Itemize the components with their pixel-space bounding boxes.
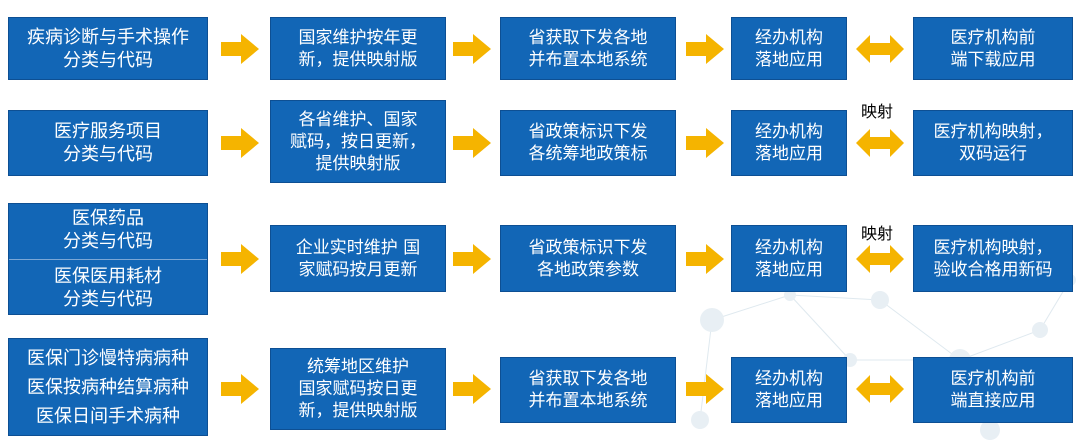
right-arrow-icon <box>686 374 724 404</box>
source-box-divider <box>9 259 207 260</box>
right-arrow-icon <box>453 128 491 158</box>
source-box-row1: 疾病诊断与手术操作 分类与代码 <box>8 17 208 80</box>
maintenance-line: 企业实时维护 国 <box>295 237 421 258</box>
source-line: 医保门诊慢特病病种 <box>27 347 189 369</box>
maintenance-box-row3: 企业实时维护 国 家赋码按月更新 <box>270 225 446 292</box>
right-arrow-icon <box>453 34 491 64</box>
right-arrow-icon <box>686 244 724 274</box>
end-line: 医疗机构前 <box>950 27 1036 48</box>
end-box-row1: 医疗机构前 端下载应用 <box>913 17 1073 80</box>
province-line: 并布置本地系统 <box>528 391 648 411</box>
agency-line: 经办机构 <box>755 237 823 258</box>
source-line: 疾病诊断与手术操作 <box>27 26 189 48</box>
province-line: 省获取下发各地 <box>528 369 648 389</box>
agency-box-row3: 经办机构 落地应用 <box>731 225 847 292</box>
right-arrow-icon <box>686 34 724 64</box>
source-line: 医疗服务项目 <box>54 121 162 142</box>
maintenance-box-row1: 国家维护按年更 新，提供映射版 <box>270 17 446 80</box>
agency-line: 经办机构 <box>755 27 823 48</box>
maintenance-line: 统筹地区维护 <box>307 357 409 377</box>
source-box-row2: 医疗服务项目 分类与代码 <box>8 110 208 176</box>
double-arrow-icon <box>856 35 904 63</box>
province-line: 省获取下发各地 <box>528 27 648 48</box>
maintenance-line: 国家维护按年更 <box>298 27 418 48</box>
province-box-row4: 省获取下发各地 并布置本地系统 <box>500 357 676 423</box>
mapping-label-row2: 映射 <box>861 102 894 121</box>
province-box-row2: 省政策标识下发 各统筹地政策标 <box>500 110 676 176</box>
maintenance-line: 新，提供映射版 <box>298 49 418 70</box>
right-arrow-icon <box>453 374 491 404</box>
province-box-row1: 省获取下发各地 并布置本地系统 <box>500 17 676 80</box>
province-line: 各地政策参数 <box>537 259 639 280</box>
agency-box-row1: 经办机构 落地应用 <box>731 17 847 80</box>
source-line: 医保药品 <box>72 208 144 229</box>
end-line: 双码运行 <box>959 144 1027 164</box>
double-arrow-icon <box>856 375 904 403</box>
end-line: 端直接应用 <box>950 391 1036 411</box>
source-line: 医保按病种结算病种 <box>27 376 189 398</box>
maintenance-box-row4: 统筹地区维护 国家赋码按日更 新，提供映射版 <box>270 348 446 430</box>
right-arrow-icon <box>686 128 724 158</box>
right-arrow-icon <box>453 244 491 274</box>
agency-line: 落地应用 <box>755 391 823 411</box>
double-arrow-icon <box>856 245 904 273</box>
end-line: 验收合格用新码 <box>933 259 1053 280</box>
source-line: 分类与代码 <box>63 144 153 165</box>
agency-line: 落地应用 <box>755 49 823 70</box>
agency-line: 经办机构 <box>755 122 823 142</box>
right-arrow-icon <box>221 34 259 64</box>
province-box-row3: 省政策标识下发 各地政策参数 <box>500 225 676 292</box>
agency-box-row2: 经办机构 落地应用 <box>731 110 847 176</box>
right-arrow-icon <box>221 374 259 404</box>
maintenance-line: 国家赋码按日更 <box>298 379 418 399</box>
source-line: 医保日间手术病种 <box>36 405 180 427</box>
end-line: 医疗机构映射， <box>933 122 1053 142</box>
maintenance-line: 提供映射版 <box>315 153 401 174</box>
source-box-row4: 医保门诊慢特病病种 医保按病种结算病种 医保日间手术病种 <box>8 338 208 436</box>
province-line: 省政策标识下发 <box>528 237 648 258</box>
maintenance-box-row2: 各省维护、国家 赋码，按日更新， 提供映射版 <box>270 100 446 183</box>
end-line: 医疗机构映射， <box>933 237 1053 258</box>
province-line: 各统筹地政策标 <box>528 144 648 164</box>
source-line: 分类与代码 <box>63 289 153 310</box>
right-arrow-icon <box>221 244 259 274</box>
end-line: 端下载应用 <box>950 49 1036 70</box>
end-line: 医疗机构前 <box>950 369 1036 389</box>
maintenance-line: 新，提供映射版 <box>298 401 418 421</box>
maintenance-line: 家赋码按月更新 <box>298 259 418 280</box>
source-line: 医保医用耗材 <box>54 266 162 287</box>
end-box-row4: 医疗机构前 端直接应用 <box>913 357 1073 423</box>
source-line: 分类与代码 <box>63 231 153 252</box>
province-line: 并布置本地系统 <box>528 49 648 70</box>
end-box-row2: 医疗机构映射， 双码运行 <box>913 110 1073 176</box>
double-arrow-icon <box>856 129 904 157</box>
province-line: 省政策标识下发 <box>528 122 648 142</box>
agency-line: 落地应用 <box>755 259 823 280</box>
end-box-row3: 医疗机构映射， 验收合格用新码 <box>913 225 1073 292</box>
agency-line: 落地应用 <box>755 144 823 164</box>
maintenance-line: 赋码，按日更新， <box>290 131 426 152</box>
agency-box-row4: 经办机构 落地应用 <box>731 357 847 423</box>
source-line: 分类与代码 <box>63 49 153 71</box>
agency-line: 经办机构 <box>755 369 823 389</box>
right-arrow-icon <box>221 128 259 158</box>
maintenance-line: 各省维护、国家 <box>298 109 418 130</box>
mapping-label-row3: 映射 <box>861 224 894 243</box>
